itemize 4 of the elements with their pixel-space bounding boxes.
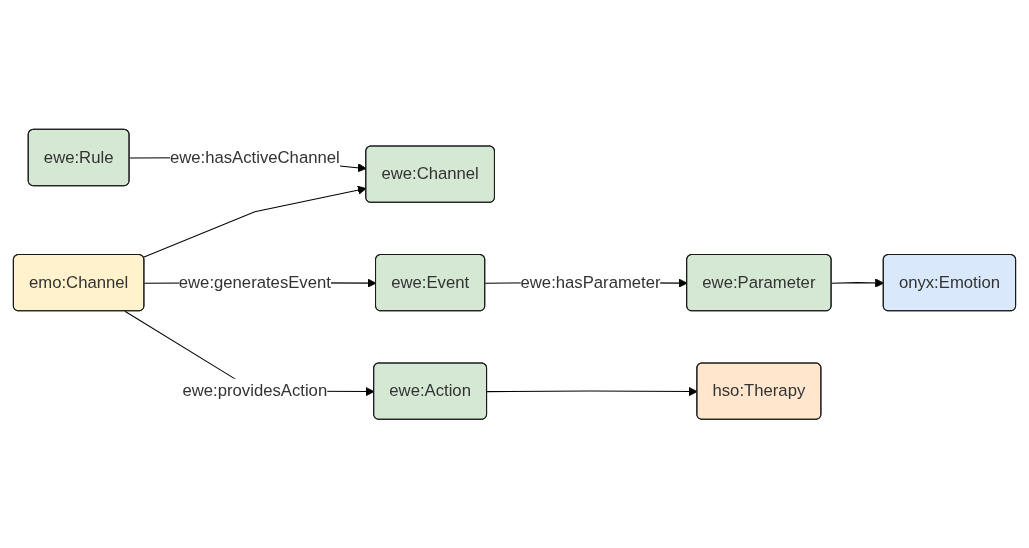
edge-label: ewe:generatesEvent: [178, 272, 331, 291]
edge-label: ewe:providesAction: [182, 381, 328, 400]
edge-label: ewe:hasActiveChannel: [169, 147, 340, 166]
edge-label: ewe:hasParameter: [520, 272, 661, 291]
